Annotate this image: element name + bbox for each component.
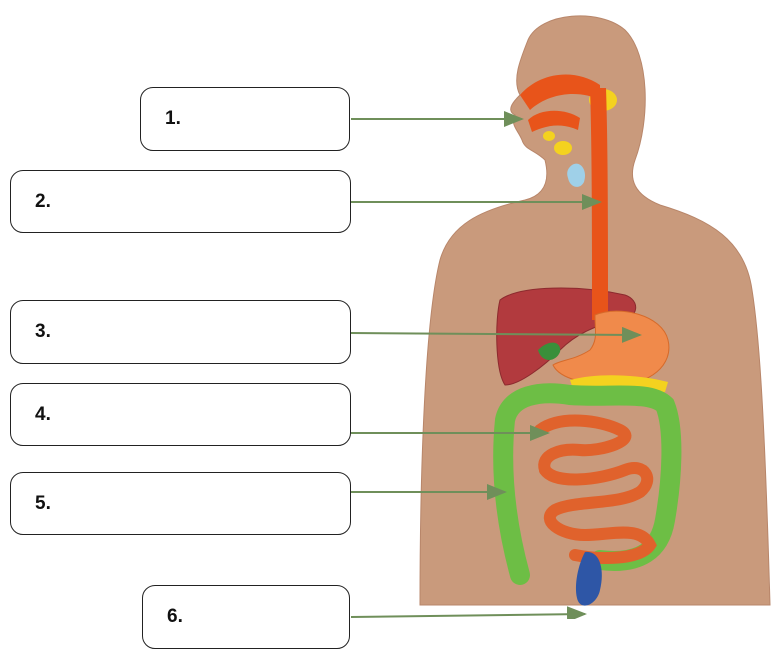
label-text-4: 4.: [35, 404, 51, 426]
label-box-6[interactable]: 6.: [142, 585, 350, 649]
label-text-6: 6.: [167, 606, 183, 628]
label-text-3: 3.: [35, 321, 51, 343]
label-box-4[interactable]: 4.: [10, 383, 351, 446]
label-box-3[interactable]: 3.: [10, 300, 351, 364]
pointer-arrow-6: [351, 614, 585, 617]
esophagus: [590, 88, 608, 320]
label-text-5: 5.: [35, 493, 51, 515]
label-text-1: 1.: [165, 108, 181, 130]
label-text-2: 2.: [35, 191, 51, 213]
salivary-gland: [554, 141, 572, 155]
salivary-gland: [543, 131, 555, 141]
label-box-2[interactable]: 2.: [10, 170, 351, 233]
label-box-1[interactable]: 1.: [140, 87, 350, 151]
label-box-5[interactable]: 5.: [10, 472, 351, 535]
